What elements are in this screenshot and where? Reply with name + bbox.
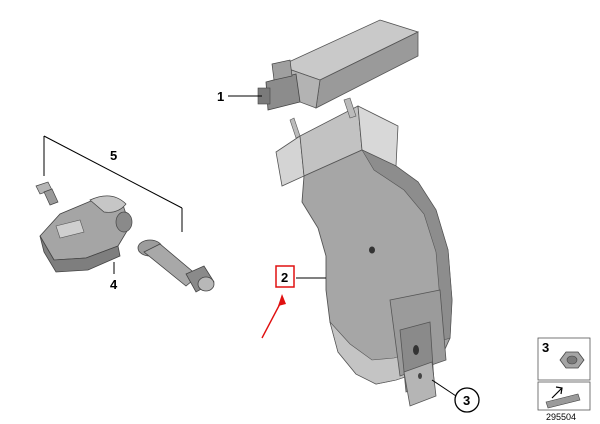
callout-3: 3 <box>463 393 470 408</box>
sensor-screw-part[interactable] <box>35 181 59 206</box>
callout-5-bracket-lines <box>43 135 183 232</box>
arrow-symbol-icon <box>545 386 581 409</box>
nut-legend-box[interactable]: 3 <box>537 337 591 381</box>
control-unit-part[interactable] <box>257 19 420 111</box>
tire-pressure-sensor-part[interactable] <box>39 195 133 273</box>
callout-5: 5 <box>110 148 117 163</box>
callout-2-highlight-box <box>275 265 295 288</box>
callout-2: 2 <box>281 270 288 285</box>
legend-nut-number: 3 <box>542 340 549 355</box>
highlight-arrow-head <box>278 294 286 306</box>
nut-icon <box>559 351 585 369</box>
highlight-arrow <box>261 299 283 339</box>
callout-4: 4 <box>110 277 118 292</box>
callout-3-circle <box>454 387 480 413</box>
leader-line-3 <box>431 379 457 397</box>
valve-stem-part[interactable] <box>137 239 215 293</box>
symbol-legend-box <box>537 381 591 411</box>
bracket-part[interactable] <box>275 97 453 407</box>
image-number: 295504 <box>546 412 576 422</box>
callout-1: 1 <box>217 89 224 104</box>
